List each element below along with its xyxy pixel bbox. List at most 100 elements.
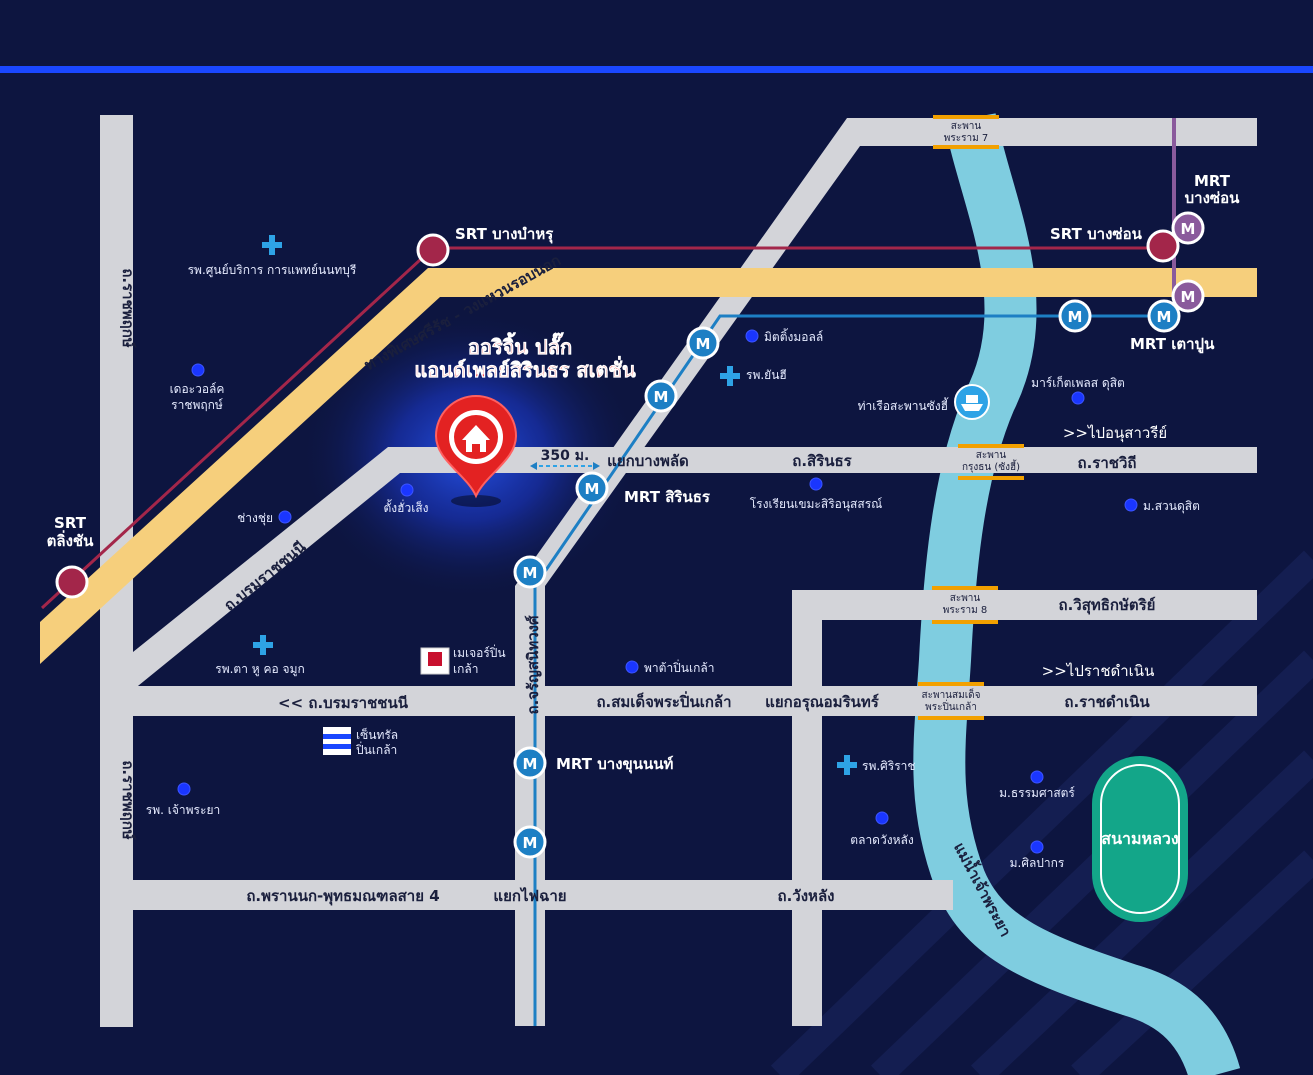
place-label-hosp-eent: รพ.ตา หู คอ จมูก [215,662,305,677]
road-label-ratchaphruek: ถ.ราชพฤกษ์ [119,760,137,840]
road-label-ratchawithi: ถ.ราชวิถี [1078,454,1137,472]
svg-text:M: M [696,335,711,353]
mrt-blue-station-icon[interactable]: M [1058,299,1092,333]
poi-dot [1124,498,1138,512]
road-label-somdet-phra-pinklao: ถ.สมเด็จพระปิ่นเกล้า [596,691,731,711]
top-accent-bar [0,66,1313,73]
place-label-central: เซ็นทรัล [356,727,398,742]
srt-station-icon[interactable] [1146,229,1180,263]
mrt-purple-station-icon[interactable]: M [1171,279,1205,313]
svg-text:M: M [523,755,538,773]
bridge-pinklao [918,682,984,720]
sanam-luang-shape [1092,756,1188,922]
wisutkasat-road [792,590,1257,620]
mrt-blue-line [533,314,1165,1026]
major-cineplex-logo-icon [420,647,450,675]
place-label-school: โรงเรียนเขมะสิริอนุสสรณ์ [750,497,883,512]
srt-station-icon[interactable] [416,233,450,267]
svg-text:กรุงธน (ซังฮี้): กรุงธน (ซังฮี้) [962,459,1020,473]
place-label-hosp-nonthaburi: รพ.ศูนย์บริการ การแพทย์นนทบุรี [188,263,357,278]
mrt-blue-station-icon[interactable]: M [686,326,720,360]
poi-dot [177,782,191,796]
junction-label-fai-chai: แยกไฟฉาย [493,886,566,905]
hospital-cross-icon [253,635,273,655]
bridge-label-pinklao: สะพานสมเด็จ [922,687,981,701]
project-title-line1: ออริจิ้น ปลั๊ก [468,332,572,359]
svg-text:ราชพฤกษ์: ราชพฤกษ์ [171,398,223,412]
svg-text:M: M [585,480,600,498]
poi-dot [1030,770,1044,784]
mrt-blue-station-icon[interactable]: M [575,471,609,505]
junction-label-arun-amarin: แยกอรุณอมรินทร์ [765,693,880,712]
expressway [40,268,1257,664]
mrt-purple-station-icon[interactable]: M [1171,211,1205,245]
ship-icon [954,384,990,420]
road-label-sirindhorn: ถ.สิรินธร [792,452,852,470]
jaran-sanitwong-lower [515,586,545,1026]
road-label-jaran-sanitwong: ถ.จรัญสนิทวงศ์ [524,615,542,714]
place-label-thammasat: ม.ธรรมศาสตร์ [999,786,1075,800]
poi-dot [1071,391,1085,405]
svg-text:M: M [1068,308,1083,326]
bridge-label-krungthon: สะพาน [976,450,1007,461]
place-label-hosp-chaophraya: รพ. เจ้าพระยา [146,803,220,817]
place-label-chang-chui: ช่างชุ่ย [237,511,273,526]
place-label-wang-lang-market: ตลาดวังหลัง [850,833,913,847]
bridge-label-rama7: สะพาน [951,121,982,132]
mrt-blue-station-icon[interactable]: M [513,746,547,780]
arun-amarin-road [792,590,822,1026]
station-label-mrt-tao-poon: MRT เตาปูน [1130,335,1215,354]
poi-dot [1030,840,1044,854]
poi-dot [278,510,292,524]
place-label-mitting-mall: มิตติ้งมอลล์ [764,328,823,344]
distance-label: 350 ม. [541,448,590,464]
svg-text:M: M [1181,220,1196,238]
mrt-blue-station-icon[interactable]: M [644,379,678,413]
srt-station-icon[interactable] [55,565,89,599]
bridge-label-rama8: สะพาน [950,593,981,604]
sirindhorn-road [133,447,1257,690]
svg-text:M: M [654,388,669,406]
svg-text:เกล้า: เกล้า [453,662,478,676]
direction-label-victory-monument: >>ไปอนุสาวรีย์ [1063,424,1167,443]
bridge-rama7 [933,115,999,149]
stadium-label: สนามหลวง [1101,829,1178,848]
place-label-tang-hua-seng: ตั้งฮั่วเส็ง [384,499,429,515]
station-label-mrt-bang-khun-non: MRT บางขุนนนท์ [556,755,674,774]
place-label-songhi-pier: ท่าเรือสะพานซังฮี้ [858,397,949,413]
svg-text:พระราม 8: พระราม 8 [943,605,987,616]
bridge-rama8 [932,586,998,624]
road-label-ratchadamnoen: ถ.ราชดำเนิน [1064,693,1150,711]
project-title-line2: แอนด์เพลย์สิรินธร สเตชั่น [414,355,636,382]
distance-indicator: 350 ม. [530,448,600,470]
road-label-wang-lang: ถ.วังหลัง [778,887,835,905]
road-label-phrannok: ถ.พรานนก-พุทธมณฑลสาย 4 [246,887,439,906]
mrt-blue-station-icon[interactable]: M [1147,299,1181,333]
place-label-hosp-yanhee: รพ.ยันฮี [746,368,787,382]
mrt-blue-station-icon[interactable]: M [513,825,547,859]
central-logo-icon [323,727,351,755]
house-pin-icon[interactable] [434,395,518,507]
place-label-silpakorn: ม.ศิลปากร [1010,856,1065,870]
station-label-srt-taling-chan: SRT [54,514,87,532]
place-label-suan-dusit: ม.สวนดุสิต [1143,499,1200,514]
svg-text:M: M [523,564,538,582]
hospital-cross-icon [262,235,282,255]
mrt-blue-station-icon[interactable]: M [513,555,547,589]
svg-text:พระราม 7: พระราม 7 [944,133,988,144]
svg-text:M: M [523,834,538,852]
svg-text:พระปิ่นเกล้า: พระปิ่นเกล้า [925,699,977,713]
junction-label-bang-phlat: แยกบางพลัด [607,452,689,470]
poi-dot [400,483,414,497]
poi-dot [745,329,759,343]
poi-dot [191,363,205,377]
station-label-mrt-bang-son: MRT [1194,172,1231,190]
station-label-srt-bang-bamru: SRT บางบำหรุ [455,225,554,244]
hospital-cross-icon [837,755,857,775]
bridge-krungthon [958,444,1024,480]
station-label-mrt-sirindhorn: MRT สิรินธร [624,488,711,506]
svg-text:M: M [1181,288,1196,306]
place-label-major: เมเจอร์ปิ่น [453,644,506,660]
svg-text:ตลิ่งชัน: ตลิ่งชัน [47,530,94,550]
